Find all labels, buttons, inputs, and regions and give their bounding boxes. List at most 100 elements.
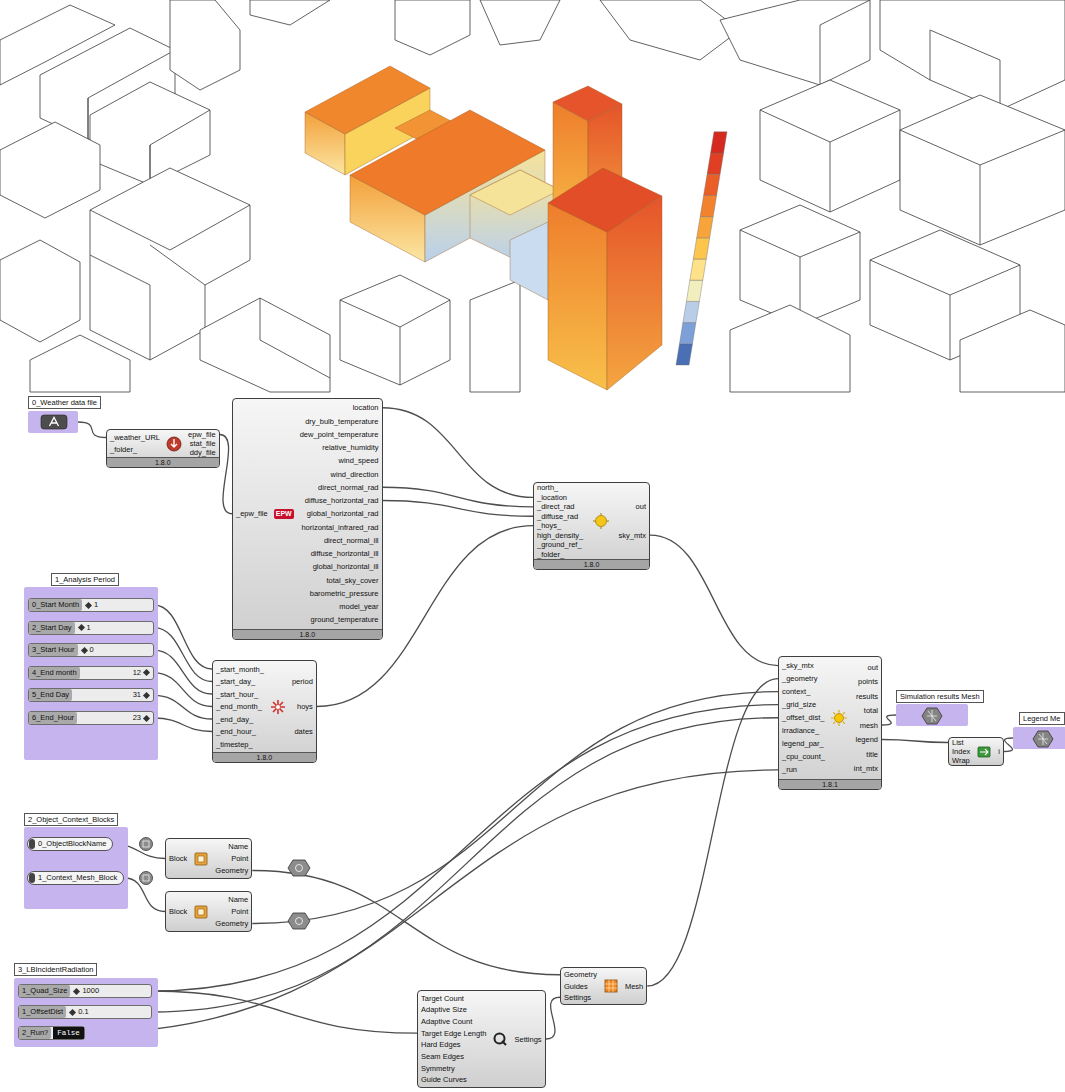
input-name: legend_par_ bbox=[782, 739, 824, 748]
output-name: Geometry bbox=[215, 866, 248, 875]
input-name: _epw_file bbox=[236, 509, 268, 518]
gh-component: ListIndexWrapi bbox=[948, 737, 1004, 766]
component-body: _weather_URL_folder_epw_filestat_fileddy… bbox=[107, 430, 219, 457]
wire bbox=[154, 650, 212, 694]
legend-bar-segment bbox=[707, 153, 724, 174]
mass-face bbox=[510, 222, 548, 300]
context-edge bbox=[150, 245, 205, 285]
input-name: _folder_ bbox=[110, 445, 137, 454]
block-param-icon bbox=[140, 838, 153, 851]
legend-bar-segment bbox=[704, 174, 721, 195]
wire bbox=[78, 422, 106, 438]
output-name: stat_file bbox=[190, 439, 216, 448]
slider-track: 0 bbox=[78, 644, 153, 656]
slider-grip bbox=[143, 669, 150, 676]
icon-shape bbox=[831, 710, 847, 726]
input-name: _run bbox=[782, 765, 797, 774]
slider-name: 4_End month bbox=[29, 667, 80, 679]
slider-name: 1_OffsetDist bbox=[19, 1006, 66, 1018]
output-column: outsky_mtx bbox=[612, 483, 649, 559]
legend-bar-segment bbox=[697, 217, 714, 238]
gh-component: _weather_URL_folder_epw_filestat_fileddy… bbox=[106, 429, 220, 468]
version-footer: 1.8.1 bbox=[779, 779, 881, 789]
context-edge bbox=[950, 295, 951, 360]
input-name: Block bbox=[169, 854, 187, 863]
output-name: barometric_pressure bbox=[310, 589, 379, 598]
component-body: ListIndexWrapi bbox=[949, 738, 1003, 765]
gh-component: _epw_fileEPWlocationdry_bulb_temperature… bbox=[232, 398, 383, 640]
param-name: 1_Context_Mesh_Block bbox=[38, 872, 117, 884]
output-name: wind_speed bbox=[338, 456, 378, 465]
context-building bbox=[880, 0, 1065, 110]
output-column: i bbox=[995, 738, 1003, 765]
input-column: _weather_URL _folder_ bbox=[107, 430, 163, 457]
number-slider: 0_Start Month1 bbox=[28, 598, 154, 612]
legend-bar-segment bbox=[693, 238, 709, 259]
context-building bbox=[760, 80, 900, 212]
component-icon bbox=[190, 892, 212, 931]
slider-track: 23 bbox=[77, 712, 153, 724]
wire bbox=[647, 679, 778, 986]
geometry-param-icon bbox=[288, 860, 310, 876]
input-name: Index bbox=[952, 747, 970, 756]
input-name: Seam Edges bbox=[421, 1052, 464, 1061]
input-name: Guide Curves bbox=[421, 1075, 467, 1084]
input-name: Hard Edges bbox=[421, 1040, 461, 1049]
input-name: _weather_URL bbox=[110, 433, 160, 442]
slider-name: 0_Start Month bbox=[29, 599, 82, 611]
input-name: Adaptive Count bbox=[421, 1017, 472, 1026]
version-footer: 1.8.0 bbox=[213, 752, 316, 762]
component-body: Target CountAdaptive SizeAdaptive CountT… bbox=[418, 991, 545, 1087]
slider-value: 23 bbox=[133, 712, 141, 724]
mesh-param-icon bbox=[1033, 731, 1053, 747]
input-column: _sky_mtx_geometrycontext__grid_size_offs… bbox=[779, 657, 828, 779]
context-building bbox=[90, 82, 210, 185]
component-icon-graphic bbox=[192, 850, 210, 868]
context-building bbox=[200, 298, 330, 392]
input-name: Guides bbox=[564, 982, 588, 991]
input-name: _grid_size bbox=[782, 700, 816, 709]
input-name: _cpu_count_ bbox=[782, 752, 825, 761]
component-icon-graphic bbox=[830, 709, 848, 727]
input-name: List bbox=[952, 738, 964, 747]
output-name: ddy_file bbox=[190, 448, 216, 457]
input-name: _offset_dist_ bbox=[782, 713, 824, 722]
input-name: _end_hour_ bbox=[216, 727, 256, 736]
output-name: results bbox=[856, 692, 878, 701]
block-param-icon bbox=[140, 872, 153, 885]
input-name: Target Count bbox=[421, 994, 464, 1003]
slider-grip bbox=[85, 601, 92, 608]
input-name: Adaptive Size bbox=[421, 1005, 467, 1014]
wire bbox=[383, 501, 533, 517]
legend-bar-segment bbox=[686, 280, 702, 301]
slider-value: 1 bbox=[87, 622, 91, 634]
icon-text: EPW bbox=[274, 509, 294, 519]
context-building bbox=[30, 335, 130, 392]
input-name: Geometry bbox=[564, 970, 597, 979]
input-name: _start_day_ bbox=[216, 677, 255, 686]
icon-shape bbox=[198, 856, 204, 862]
input-name: irradiance_ bbox=[782, 726, 819, 735]
component-group: 3_LBIncidentRadiation1_Quad_Size10001_Of… bbox=[14, 963, 158, 1047]
wire bbox=[154, 695, 212, 719]
component-icon-graphic bbox=[192, 903, 210, 921]
output-column: Mesh bbox=[622, 968, 646, 1004]
input-name: Target Edge Length bbox=[421, 1029, 486, 1038]
component-icon bbox=[590, 483, 612, 559]
component-group: 1_Analysis Period0_Start Month12_Start D… bbox=[24, 573, 158, 760]
slider-track: 31 bbox=[72, 689, 153, 701]
wire bbox=[154, 718, 212, 732]
wire bbox=[383, 408, 533, 498]
context-building bbox=[740, 205, 860, 325]
slider-name: 3_Start Hour bbox=[29, 644, 78, 656]
legend-bar-segment bbox=[680, 323, 696, 344]
gh-component: BlockNamePointGeometry bbox=[165, 891, 252, 932]
output-column: Settings bbox=[511, 991, 544, 1087]
mesh-param-glyph bbox=[1038, 733, 1048, 745]
icon-shape bbox=[593, 513, 609, 529]
context-building bbox=[250, 0, 330, 25]
block-param-glyph bbox=[143, 875, 149, 881]
icon-shape bbox=[835, 713, 844, 722]
wire bbox=[650, 535, 778, 665]
output-name: hoys bbox=[297, 702, 313, 711]
